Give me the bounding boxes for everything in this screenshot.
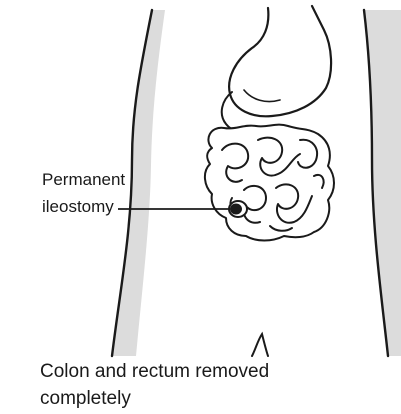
- caption-line1: Colon and rectum removed: [40, 361, 269, 383]
- stoma-opening: [230, 204, 242, 215]
- caption-line2: completely: [40, 388, 131, 410]
- intestine-outer-loop: [205, 125, 334, 241]
- navel-mark: [252, 334, 268, 356]
- torso-right-side: [364, 10, 401, 356]
- ileostomy-label-line1: Permanent: [42, 170, 125, 190]
- ileostomy-label-line2: ileostomy: [42, 197, 114, 217]
- ileostomy-stoma: [229, 201, 247, 217]
- small-intestine: [205, 125, 334, 241]
- stomach: [222, 6, 331, 131]
